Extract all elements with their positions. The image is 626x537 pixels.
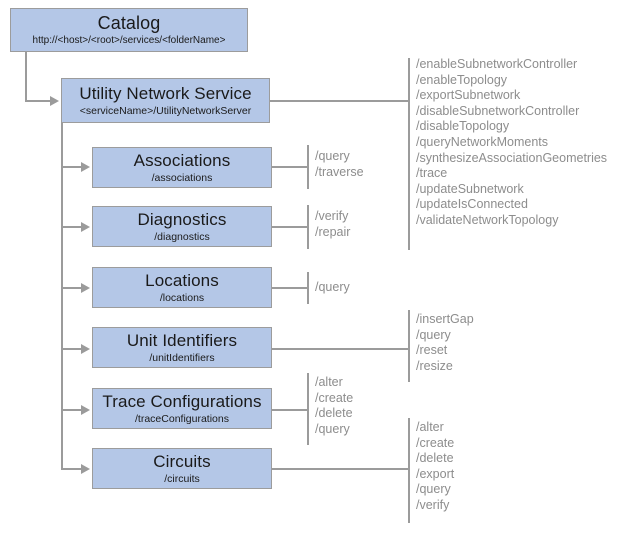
node-associations[interactable]: Associations /associations	[92, 147, 272, 188]
bracket-diagnostics-ops	[307, 205, 309, 249]
operation-item: /export	[416, 466, 455, 481]
operation-item: /verify	[416, 497, 450, 512]
node-unit-identifiers[interactable]: Unit Identifiers /unitIdentifiers	[92, 327, 272, 368]
connector-diagnostics-to-ops	[272, 226, 308, 228]
operation-item: /insertGap	[416, 312, 474, 326]
operation-item: /repair	[315, 224, 351, 239]
node-locations-path: /locations	[159, 291, 205, 304]
operation-item: /delete	[315, 406, 353, 421]
node-utility-network-service-path: <serviceName>/UtilityNetworkServer	[79, 104, 252, 117]
operation-item: /enableSubnetworkController	[416, 57, 578, 71]
operation-item: /exportSubnetwork	[416, 88, 521, 103]
node-trace-configurations-title: Trace Configurations	[102, 391, 262, 411]
connector-locations-to-ops	[272, 287, 308, 289]
connector-unit-identifiers-to-ops	[272, 348, 409, 350]
arrow-to-circuits	[81, 464, 90, 474]
oplist-diagnostics: /verify /repair	[315, 209, 350, 240]
operation-item: /query	[315, 421, 350, 436]
operation-item: /traverse	[315, 164, 364, 179]
operation-item: /validateNetworkTopology	[416, 212, 559, 227]
operation-item: /resize	[416, 358, 453, 373]
operation-item: /synthesizeAssociationGeometries	[416, 150, 608, 165]
operation-item: /alter	[416, 420, 444, 434]
connector-trunk-to-diagnostics	[61, 226, 83, 228]
bracket-service-ops	[408, 58, 410, 250]
oplist-utility-network-service: /enableSubnetworkController /enableTopol…	[416, 57, 607, 229]
node-diagnostics[interactable]: Diagnostics /diagnostics	[92, 206, 272, 247]
bracket-locations-ops	[307, 272, 309, 304]
connector-service-to-ops	[270, 100, 409, 102]
arrow-to-diagnostics	[81, 222, 90, 232]
operation-item: /verify	[315, 209, 349, 223]
oplist-trace-configurations: /alter /create /delete /query	[315, 375, 353, 437]
arrow-to-unit-identifiers	[81, 344, 90, 354]
connector-trunk-to-circuits	[61, 468, 83, 470]
node-diagnostics-path: /diagnostics	[154, 230, 210, 243]
connector-trunk-to-locations	[61, 287, 83, 289]
operation-item: /enableTopology	[416, 72, 508, 87]
node-associations-title: Associations	[133, 150, 231, 170]
connector-catalog-to-service-vertical	[25, 52, 27, 102]
connector-trunk-to-trace-configurations	[61, 409, 83, 411]
node-locations[interactable]: Locations /locations	[92, 267, 272, 308]
operation-item: /queryNetworkMoments	[416, 134, 548, 149]
node-trace-configurations[interactable]: Trace Configurations /traceConfiguration…	[92, 388, 272, 429]
node-catalog-path: http://<host>/<root>/services/<folderNam…	[32, 35, 226, 46]
connector-associations-to-ops	[272, 166, 308, 168]
operation-item: /create	[416, 435, 455, 450]
arrow-to-trace-configurations	[81, 405, 90, 415]
operation-item: /query	[416, 482, 451, 497]
bracket-unit-identifiers-ops	[408, 310, 410, 382]
oplist-circuits: /alter /create /delete /export /query /v…	[416, 420, 454, 514]
operation-item: /updateSubnetwork	[416, 181, 524, 196]
operation-item: /updateIsConnected	[416, 197, 528, 212]
arrow-to-associations	[81, 162, 90, 172]
node-trace-configurations-path: /traceConfigurations	[135, 412, 229, 425]
operation-item: /trace	[416, 166, 448, 181]
node-circuits[interactable]: Circuits /circuits	[92, 448, 272, 489]
oplist-locations: /query	[315, 280, 350, 296]
operation-item: /query	[315, 280, 350, 294]
operation-item: /alter	[315, 375, 343, 389]
node-locations-title: Locations	[145, 270, 219, 290]
bracket-associations-ops	[307, 145, 309, 189]
operation-item: /delete	[416, 451, 454, 466]
oplist-associations: /query /traverse	[315, 149, 364, 180]
operation-item: /create	[315, 390, 354, 405]
node-circuits-title: Circuits	[153, 451, 211, 471]
node-utility-network-service-title: Utility Network Service	[79, 83, 252, 103]
operation-item: /reset	[416, 343, 448, 358]
arrow-to-locations	[81, 283, 90, 293]
node-associations-path: /associations	[151, 171, 213, 184]
connector-trace-configurations-to-ops	[272, 409, 308, 411]
operation-item: /query	[416, 327, 451, 342]
node-catalog[interactable]: Catalog http://<host>/<root>/services/<f…	[10, 8, 248, 52]
node-circuits-path: /circuits	[164, 472, 200, 485]
connector-service-trunk	[61, 123, 63, 469]
operation-item: /disableSubnetworkController	[416, 103, 580, 118]
operation-item: /disableTopology	[416, 119, 510, 134]
node-unit-identifiers-path: /unitIdentifiers	[149, 351, 215, 364]
connector-trunk-to-unit-identifiers	[61, 348, 83, 350]
operation-item: /query	[315, 149, 350, 163]
connector-trunk-to-associations	[61, 166, 83, 168]
bracket-circuits-ops	[408, 418, 410, 523]
oplist-unit-identifiers: /insertGap /query /reset /resize	[416, 312, 474, 374]
node-unit-identifiers-title: Unit Identifiers	[126, 330, 238, 350]
node-catalog-title: Catalog	[97, 13, 161, 33]
bracket-trace-configurations-ops	[307, 373, 309, 445]
arrow-catalog-to-service	[50, 96, 59, 106]
connector-catalog-to-service-horizontal	[25, 100, 53, 102]
node-diagnostics-title: Diagnostics	[137, 209, 227, 229]
node-utility-network-service[interactable]: Utility Network Service <serviceName>/Ut…	[61, 78, 270, 123]
connector-circuits-to-ops	[272, 468, 409, 470]
